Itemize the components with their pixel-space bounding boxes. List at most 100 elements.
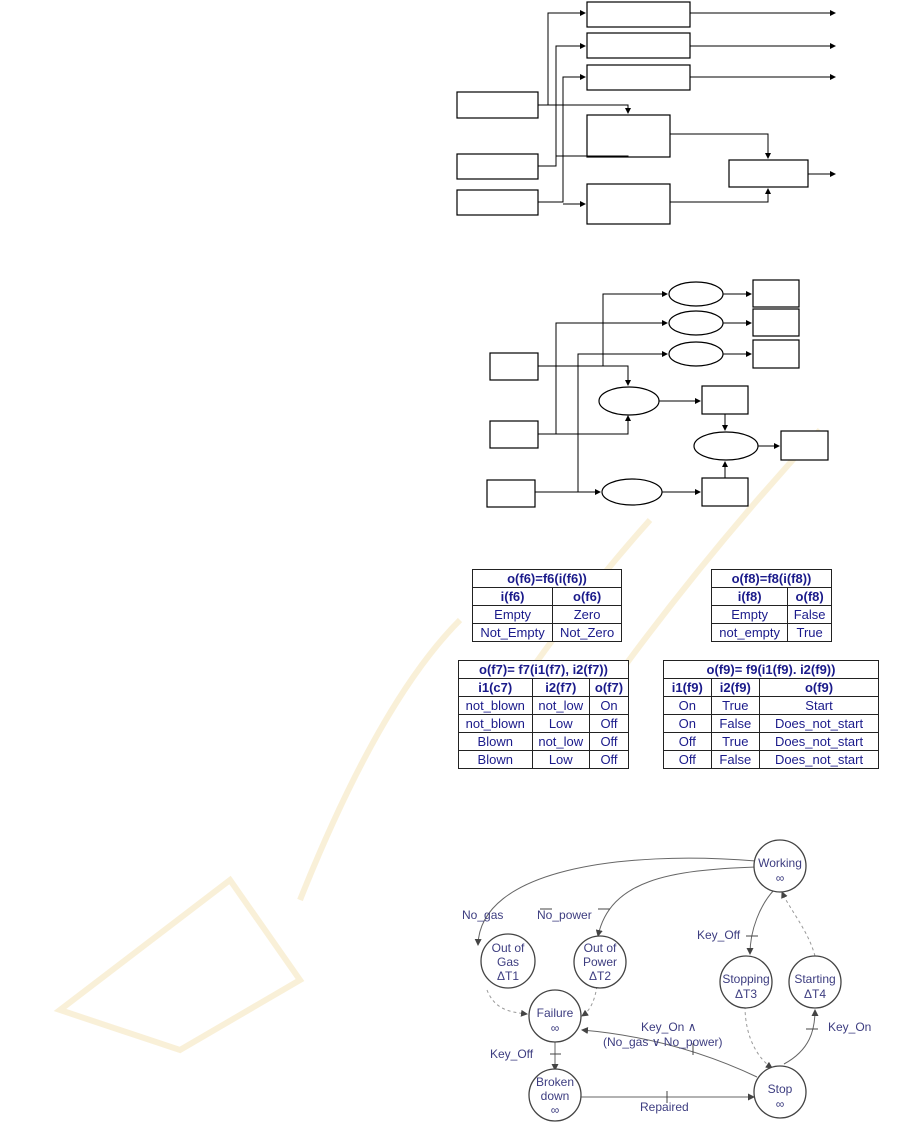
table-cell: Empty xyxy=(710,605,789,624)
transition-starting-working xyxy=(781,891,816,957)
table-cell: False xyxy=(710,714,761,733)
table-f9-header: i1(f9) xyxy=(663,678,712,697)
state-out-of-gas-name-2: Gas xyxy=(497,955,519,969)
state-working-time: ∞ xyxy=(776,871,785,885)
state-out-of-power-name-1: Out of xyxy=(584,941,617,955)
box-final xyxy=(780,430,829,461)
table-row: Blown Low Off xyxy=(458,750,630,769)
state-working xyxy=(753,839,807,893)
state-starting xyxy=(788,955,842,1009)
state-working-name: Working xyxy=(758,856,802,870)
table-cell: not_low xyxy=(531,732,590,751)
box-out-3 xyxy=(752,339,800,369)
state-out-of-gas xyxy=(480,933,536,989)
table-cell: True xyxy=(710,696,761,715)
table-cell: Low xyxy=(531,750,590,769)
table-cell: Does_not_start xyxy=(759,750,879,769)
state-stopping-time: ΔT3 xyxy=(735,987,757,1001)
box-mid-lower xyxy=(701,477,749,507)
block-func-lower xyxy=(586,183,671,225)
state-broken-down-time: ∞ xyxy=(551,1103,560,1117)
table-row: Off True Does_not_start xyxy=(663,732,879,751)
table-cell: Low xyxy=(531,714,590,733)
transition-key-off-top xyxy=(746,889,775,955)
table-cell: Off xyxy=(588,750,630,769)
table-row: Empty False xyxy=(710,605,832,624)
label-repaired: Repaired xyxy=(640,1100,689,1114)
table-row: not_empty True xyxy=(710,623,832,642)
transition-power-failure xyxy=(581,985,598,1017)
table-cell: On xyxy=(588,696,630,715)
block-out-1 xyxy=(586,1,691,28)
table-f8-header: o(f8) xyxy=(787,587,832,606)
box-out-1 xyxy=(752,279,800,308)
state-broken-down xyxy=(528,1068,582,1122)
table-cell: False xyxy=(710,750,761,769)
state-failure-time: ∞ xyxy=(551,1021,560,1035)
label-key-on-guard-2: (No_gas ∨ No_power) xyxy=(603,1035,723,1049)
state-stop xyxy=(753,1065,807,1119)
transition-no-power xyxy=(595,866,757,937)
state-stopping-name: Stopping xyxy=(722,972,769,986)
state-out-of-gas-name-1: Out of xyxy=(492,941,525,955)
box-input-2 xyxy=(489,420,539,449)
box-input-1 xyxy=(489,352,539,381)
state-out-of-power-name-2: Power xyxy=(583,955,617,969)
state-starting-time: ΔT4 xyxy=(804,987,826,1001)
table-cell: Does_not_start xyxy=(759,732,879,751)
state-failure xyxy=(528,989,582,1043)
table-cell: Blown xyxy=(458,750,533,769)
box-mid-upper xyxy=(701,385,749,415)
block-combine xyxy=(728,159,809,188)
state-starting-name: Starting xyxy=(794,972,835,986)
state-stopping xyxy=(719,955,773,1009)
transition-key-on-guard xyxy=(581,1027,758,1078)
table-cell: Not_Empty xyxy=(471,623,554,642)
table-cell: True xyxy=(787,623,832,642)
state-out-of-power-time: ΔT2 xyxy=(589,969,611,983)
table-f7: o(f7)= f7(i1(f7), i2(f7)) i1(c7) i2(f7) … xyxy=(458,660,630,769)
block-out-3 xyxy=(586,64,691,91)
block-func-upper xyxy=(586,114,671,158)
label-key-on: Key_On xyxy=(828,1020,871,1034)
table-row: not_blown Low Off xyxy=(458,714,630,733)
state-stop-time: ∞ xyxy=(776,1097,785,1111)
label-key-off-top: Key_Off xyxy=(697,928,741,942)
transition-key-on xyxy=(783,1009,819,1065)
table-cell: Not_Zero xyxy=(552,623,622,642)
table-f6-header: o(f6) xyxy=(552,587,622,606)
state-broken-down-name-1: Broken xyxy=(536,1075,574,1089)
table-cell: Off xyxy=(663,750,712,769)
table-row: Off False Does_not_start xyxy=(663,750,879,769)
table-f7-title: o(f7)= f7(i1(f7), i2(f7)) xyxy=(458,660,629,679)
box-input-3 xyxy=(486,479,536,508)
label-key-on-guard-1: Key_On ∧ xyxy=(641,1020,696,1034)
state-failure-name: Failure xyxy=(537,1006,574,1020)
table-f9-title: o(f9)= f9(i1(f9). i2(f9)) xyxy=(663,660,879,679)
state-out-of-power xyxy=(573,935,627,989)
transition-stopping-stop xyxy=(744,1005,773,1069)
label-no-power: No_power xyxy=(537,908,592,922)
table-f9-header: i2(f9) xyxy=(710,678,761,697)
transition-gas-failure xyxy=(486,989,528,1017)
table-f6: o(f6)=f6(i(f6)) i(f6) o(f6) Empty Zero N… xyxy=(471,569,622,642)
box-out-2 xyxy=(752,308,800,337)
table-f9: o(f9)= f9(i1(f9). i2(f9)) i1(f9) i2(f9) … xyxy=(663,660,879,769)
label-no-gas: No_gas xyxy=(462,908,503,922)
state-stop-name: Stop xyxy=(768,1082,793,1096)
table-row: On True Start xyxy=(663,696,879,715)
block-out-2 xyxy=(586,32,691,59)
table-cell: not_blown xyxy=(458,714,533,733)
transition-no-gas xyxy=(474,857,757,946)
table-cell: Does_not_start xyxy=(759,714,879,733)
state-out-of-gas-time: ΔT1 xyxy=(497,969,519,983)
state-broken-down-name-2: down xyxy=(541,1089,570,1103)
table-f7-header: i2(f7) xyxy=(531,678,590,697)
table-f6-title: o(f6)=f6(i(f6)) xyxy=(472,569,622,588)
table-row: Not_Empty Not_Zero xyxy=(471,623,622,642)
table-cell: not_empty xyxy=(710,623,789,642)
table-f8: o(f8)=f8(i(f8)) i(f8) o(f8) Empty False … xyxy=(710,569,832,642)
